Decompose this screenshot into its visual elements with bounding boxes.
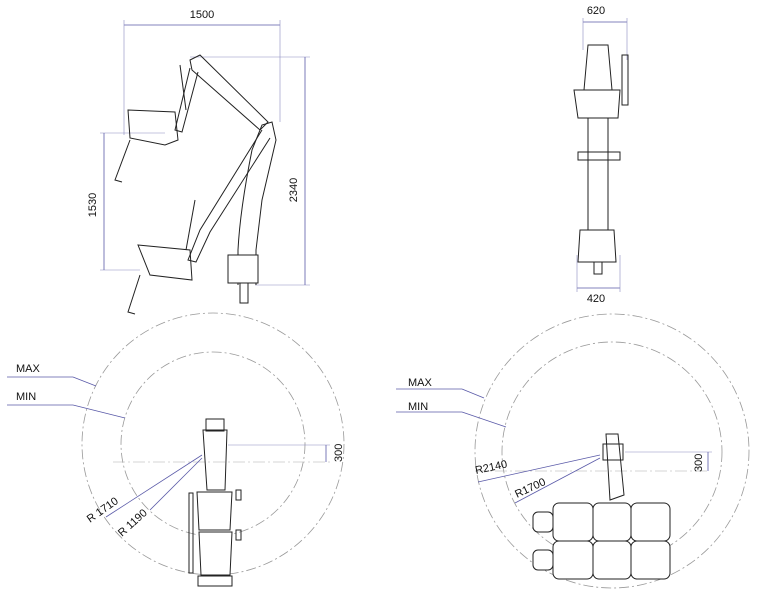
max-label: MAX [408,377,433,389]
seat-front [573,89,621,119]
min-label: MIN [408,401,428,413]
bed-top-row [532,502,671,542]
base-width-label: 420 [587,293,605,305]
boom-top [202,429,228,491]
upper-seat [127,109,179,146]
plan-view-left: MAX MIN R 1710 R 1190 300 [7,312,345,587]
column-front [587,117,609,231]
lower-seat [137,244,193,281]
base-front [577,229,617,263]
base-top [198,531,233,576]
height-label: 2340 [288,178,300,202]
lower-arm [187,129,271,263]
max-leader [72,376,97,387]
offset-label: 300 [693,454,705,472]
bed-pillow [532,549,554,571]
bed-cushion [552,540,594,580]
upper-footrest [114,139,131,183]
lower-footrest [127,274,141,315]
boom-head-top [205,418,225,432]
r-max-label: R 1710 [85,495,121,525]
max-leader [461,388,485,399]
plan-view-right: MAX MIN R2140 R1700 300 [396,313,750,589]
bed-pillow [532,511,554,533]
front-view: 620 420 [573,5,629,305]
handle [621,54,629,106]
lift-column [237,121,277,285]
seat-back-upper [179,64,187,111]
max-label: MAX [16,363,41,375]
armrest-knob [235,529,242,541]
seat-top [196,491,233,531]
side-view: 1500 2340 1530 [87,9,310,315]
bed-cushion [592,502,632,542]
column-base [227,254,259,284]
min-label: MIN [16,391,36,403]
side-rail [188,492,194,574]
boom-top [605,433,625,501]
offset-label: 300 [333,444,345,462]
lift-label: 1530 [87,193,99,217]
bed-cushion [552,502,594,542]
armrest-knob [235,489,242,501]
r-min-line [514,457,601,504]
boom-head [583,44,613,91]
r-max-line [105,454,203,518]
r-min-label: R 1190 [116,507,150,539]
column-bracket [577,151,621,161]
top-width-label: 620 [587,5,605,17]
min-leader [461,411,507,428]
base-pin [593,261,603,275]
bed-bottom-row [532,540,671,580]
width-label: 1500 [190,9,214,21]
bed-cushion [630,540,671,580]
upper-arm [189,54,269,131]
r-max-line [477,454,601,483]
column-pin [239,282,249,304]
max-reach-circle [474,313,750,589]
bed-cushion [592,540,632,580]
hanger-upper [174,67,199,133]
boom-head-top [602,443,624,461]
r-max-label: R2140 [474,458,508,476]
min-reach-circle [501,341,723,563]
bed-cushion [630,502,671,542]
footplate [197,575,233,587]
min-leader [72,404,126,419]
seat-back-lower [185,199,196,251]
r-min-label: R1700 [513,476,547,501]
r-min-line [149,457,203,511]
